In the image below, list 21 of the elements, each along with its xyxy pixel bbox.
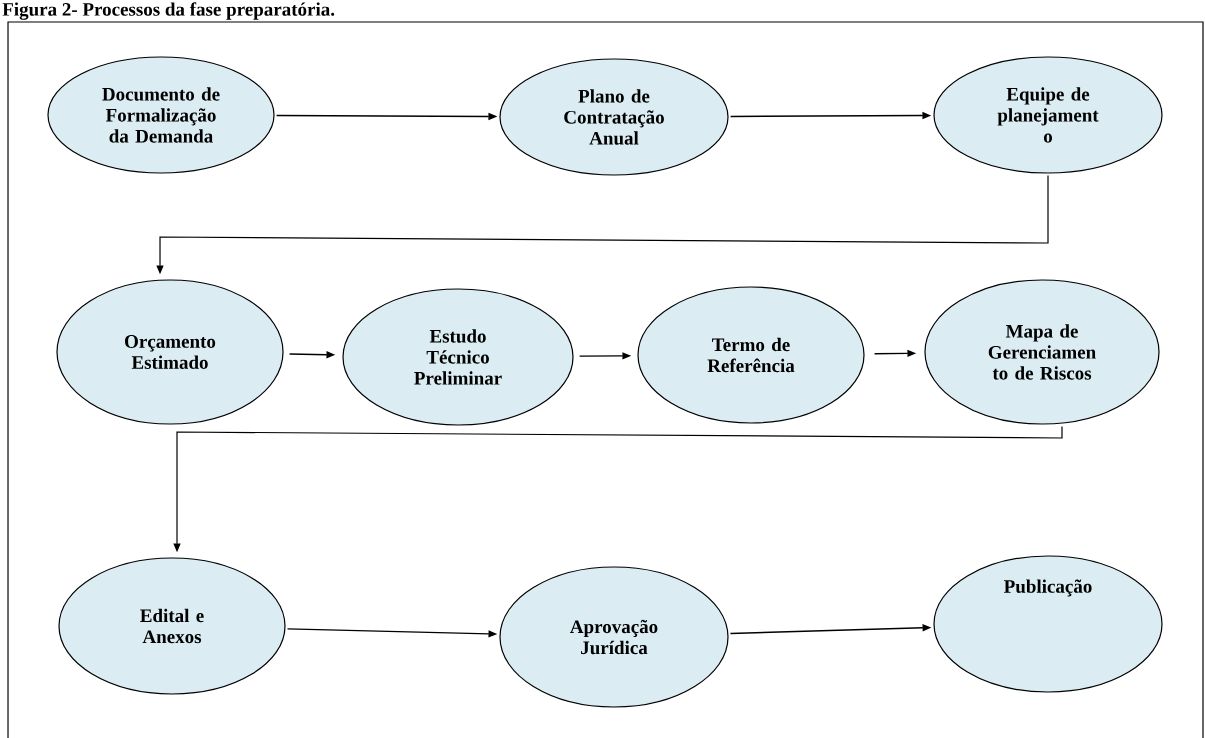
process-ellipse bbox=[933, 56, 1163, 174]
process-ellipse bbox=[56, 279, 284, 425]
node-label: Plano de Contratação Anual bbox=[564, 89, 664, 145]
node-label: Edital e Anexos bbox=[140, 608, 204, 644]
node-label: Publicação bbox=[1004, 579, 1092, 597]
process-ellipse bbox=[47, 56, 275, 174]
node-label: Orçamento Estimado bbox=[125, 335, 216, 369]
node-label: Equipe de planejament o bbox=[997, 87, 1099, 143]
figure-title: Figura 2- Processos da fase preparatória. bbox=[2, 2, 335, 20]
node-label: Termo de Referência bbox=[707, 337, 795, 373]
node-label: Documento de Formalização da Demanda bbox=[102, 87, 220, 143]
process-ellipse bbox=[933, 555, 1163, 693]
node-label: Mapa de Gerenciamen to de Riscos bbox=[988, 324, 1096, 380]
node-label: Estudo Técnico Preliminar bbox=[414, 329, 502, 385]
process-ellipse bbox=[499, 566, 729, 708]
process-ellipse bbox=[924, 279, 1160, 425]
process-ellipse bbox=[58, 557, 286, 695]
process-ellipse bbox=[342, 288, 574, 426]
process-ellipse bbox=[499, 58, 729, 176]
process-ellipse bbox=[637, 286, 865, 424]
node-label: Aprovação Jurídica bbox=[570, 619, 658, 655]
